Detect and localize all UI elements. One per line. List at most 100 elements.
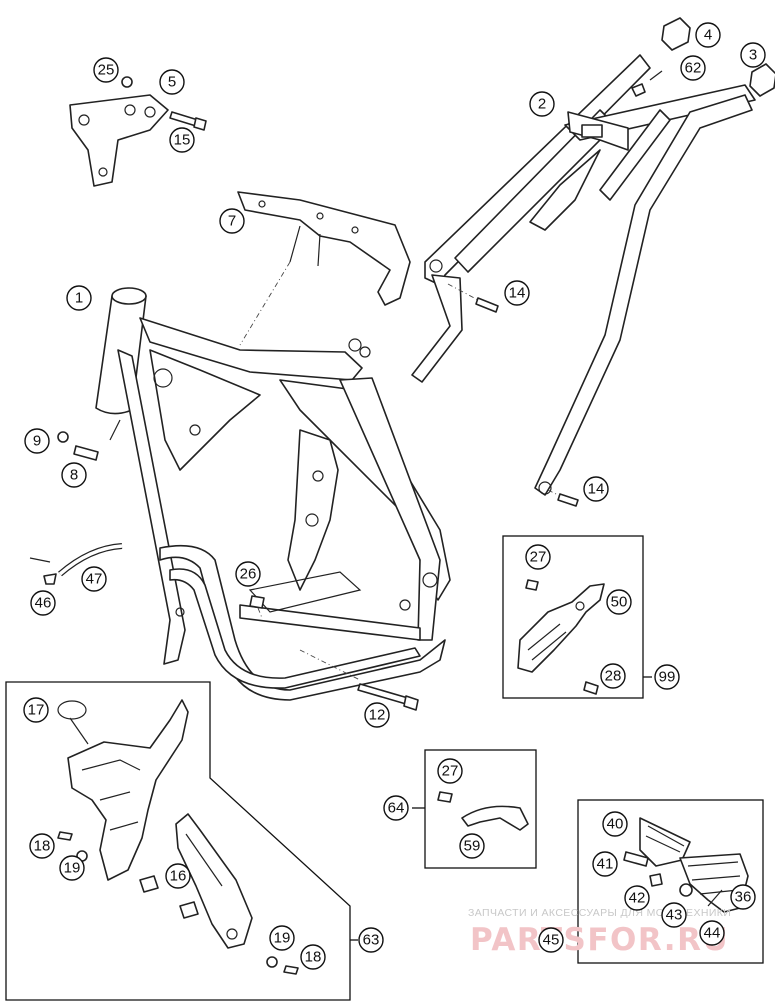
cable-tie-17 <box>57 700 89 745</box>
screw-18-upper <box>57 831 73 841</box>
callout-25: 25 <box>93 57 119 83</box>
svg-text:16: 16 <box>170 868 187 885</box>
svg-text:63: 63 <box>363 932 380 949</box>
svg-text:45: 45 <box>543 932 560 949</box>
callout-18-lower: 18 <box>300 944 326 970</box>
callout-1: 1 <box>66 285 92 311</box>
svg-text:44: 44 <box>704 925 721 942</box>
svg-text:14: 14 <box>509 285 526 302</box>
bolt-26 <box>249 595 265 619</box>
svg-text:41: 41 <box>597 856 614 873</box>
svg-text:62: 62 <box>685 60 702 77</box>
screw-18-lower <box>283 965 299 975</box>
callout-44: 44 <box>699 920 725 946</box>
svg-text:14: 14 <box>588 481 605 498</box>
watermark-logo: PARTSFOR.RU <box>470 922 729 958</box>
callout-14-upper: 14 <box>504 280 530 306</box>
bolt-14-upper <box>447 283 499 313</box>
svg-text:12: 12 <box>369 707 386 724</box>
svg-text:27: 27 <box>442 763 459 780</box>
svg-text:42: 42 <box>629 890 646 907</box>
screw-27-guide <box>525 579 539 591</box>
callout-16: 16 <box>165 863 191 889</box>
watermark-tagline: ЗАПЧАСТИ И АКСЕССУАРЫ ДЛЯ МОТОТЕХНИКИ <box>468 907 731 919</box>
bolt-15 <box>169 111 207 131</box>
callout-59: 59 <box>459 833 485 859</box>
callout-27-guard: 27 <box>437 758 463 784</box>
subframe-end-cap-left <box>661 17 691 51</box>
callout-46: 46 <box>30 590 56 616</box>
svg-text:7: 7 <box>228 213 236 230</box>
callout-18-upper: 18 <box>29 833 55 859</box>
svg-text:27: 27 <box>530 549 547 566</box>
callout-27-guide: 27 <box>525 544 551 570</box>
subframe-end-cap-right <box>749 63 775 97</box>
callout-9: 9 <box>24 428 50 454</box>
subframe-bolt-62 <box>631 83 646 97</box>
callout-2: 2 <box>529 91 555 117</box>
svg-text:5: 5 <box>168 74 176 91</box>
callout-41: 41 <box>592 851 618 877</box>
sprocket-guard-59 <box>461 805 529 831</box>
svg-text:2: 2 <box>538 96 546 113</box>
callout-19-upper: 19 <box>59 855 85 881</box>
clip-46 <box>43 573 57 585</box>
callout-42: 42 <box>624 885 650 911</box>
svg-text:8: 8 <box>70 467 78 484</box>
svg-text:46: 46 <box>35 595 52 612</box>
nut-25 <box>121 76 133 88</box>
svg-text:99: 99 <box>659 669 676 686</box>
svg-text:59: 59 <box>464 838 481 855</box>
callout-50: 50 <box>606 589 632 615</box>
chain-guide-50 <box>517 583 605 673</box>
svg-text:36: 36 <box>735 889 752 906</box>
svg-text:47: 47 <box>86 571 103 588</box>
protector-kit-box <box>5 681 351 1001</box>
svg-text:3: 3 <box>749 47 757 64</box>
callout-15: 15 <box>169 127 195 153</box>
svg-text:25: 25 <box>98 62 115 79</box>
callout-14-lower: 14 <box>583 476 609 502</box>
callout-7: 7 <box>219 208 245 234</box>
footrest-left-40 <box>639 817 691 867</box>
callout-5: 5 <box>159 69 185 95</box>
callout-26: 26 <box>235 561 261 587</box>
main-frame <box>95 287 451 701</box>
svg-text:18: 18 <box>34 838 51 855</box>
callout-40: 40 <box>602 811 628 837</box>
svg-text:1: 1 <box>75 290 83 307</box>
svg-text:19: 19 <box>64 860 81 877</box>
svg-text:40: 40 <box>607 816 624 833</box>
bracket-7 <box>237 191 411 346</box>
frame-protector-left <box>67 699 189 881</box>
bolt-12 <box>299 649 419 711</box>
rear-subframe <box>411 54 756 496</box>
callout-36: 36 <box>730 884 756 910</box>
svg-text:4: 4 <box>704 27 712 44</box>
callout-63: 63 <box>358 927 384 953</box>
callout-62: 62 <box>680 55 706 81</box>
svg-text:19: 19 <box>274 930 291 947</box>
svg-text:64: 64 <box>388 800 405 817</box>
callout-99: 99 <box>654 664 680 690</box>
sprocket-guard-kit-box <box>424 749 537 869</box>
callout-4: 4 <box>695 22 721 48</box>
svg-text:50: 50 <box>611 594 628 611</box>
chain-guide-kit-box <box>502 535 644 699</box>
bolt-14-lower <box>547 489 579 507</box>
callout-64: 64 <box>383 795 409 821</box>
washer-19-lower <box>266 956 278 968</box>
callout-28: 28 <box>600 663 626 689</box>
bracket-5 <box>69 94 169 187</box>
svg-text:28: 28 <box>605 668 622 685</box>
svg-text:15: 15 <box>174 132 191 149</box>
pin-41 <box>623 851 649 867</box>
svg-text:18: 18 <box>305 949 322 966</box>
callout-8: 8 <box>61 462 87 488</box>
footrest-kit-box <box>577 799 764 964</box>
callout-47: 47 <box>81 566 107 592</box>
svg-text:9: 9 <box>33 433 41 450</box>
screw-28 <box>583 681 599 695</box>
nut-9 <box>57 431 69 443</box>
